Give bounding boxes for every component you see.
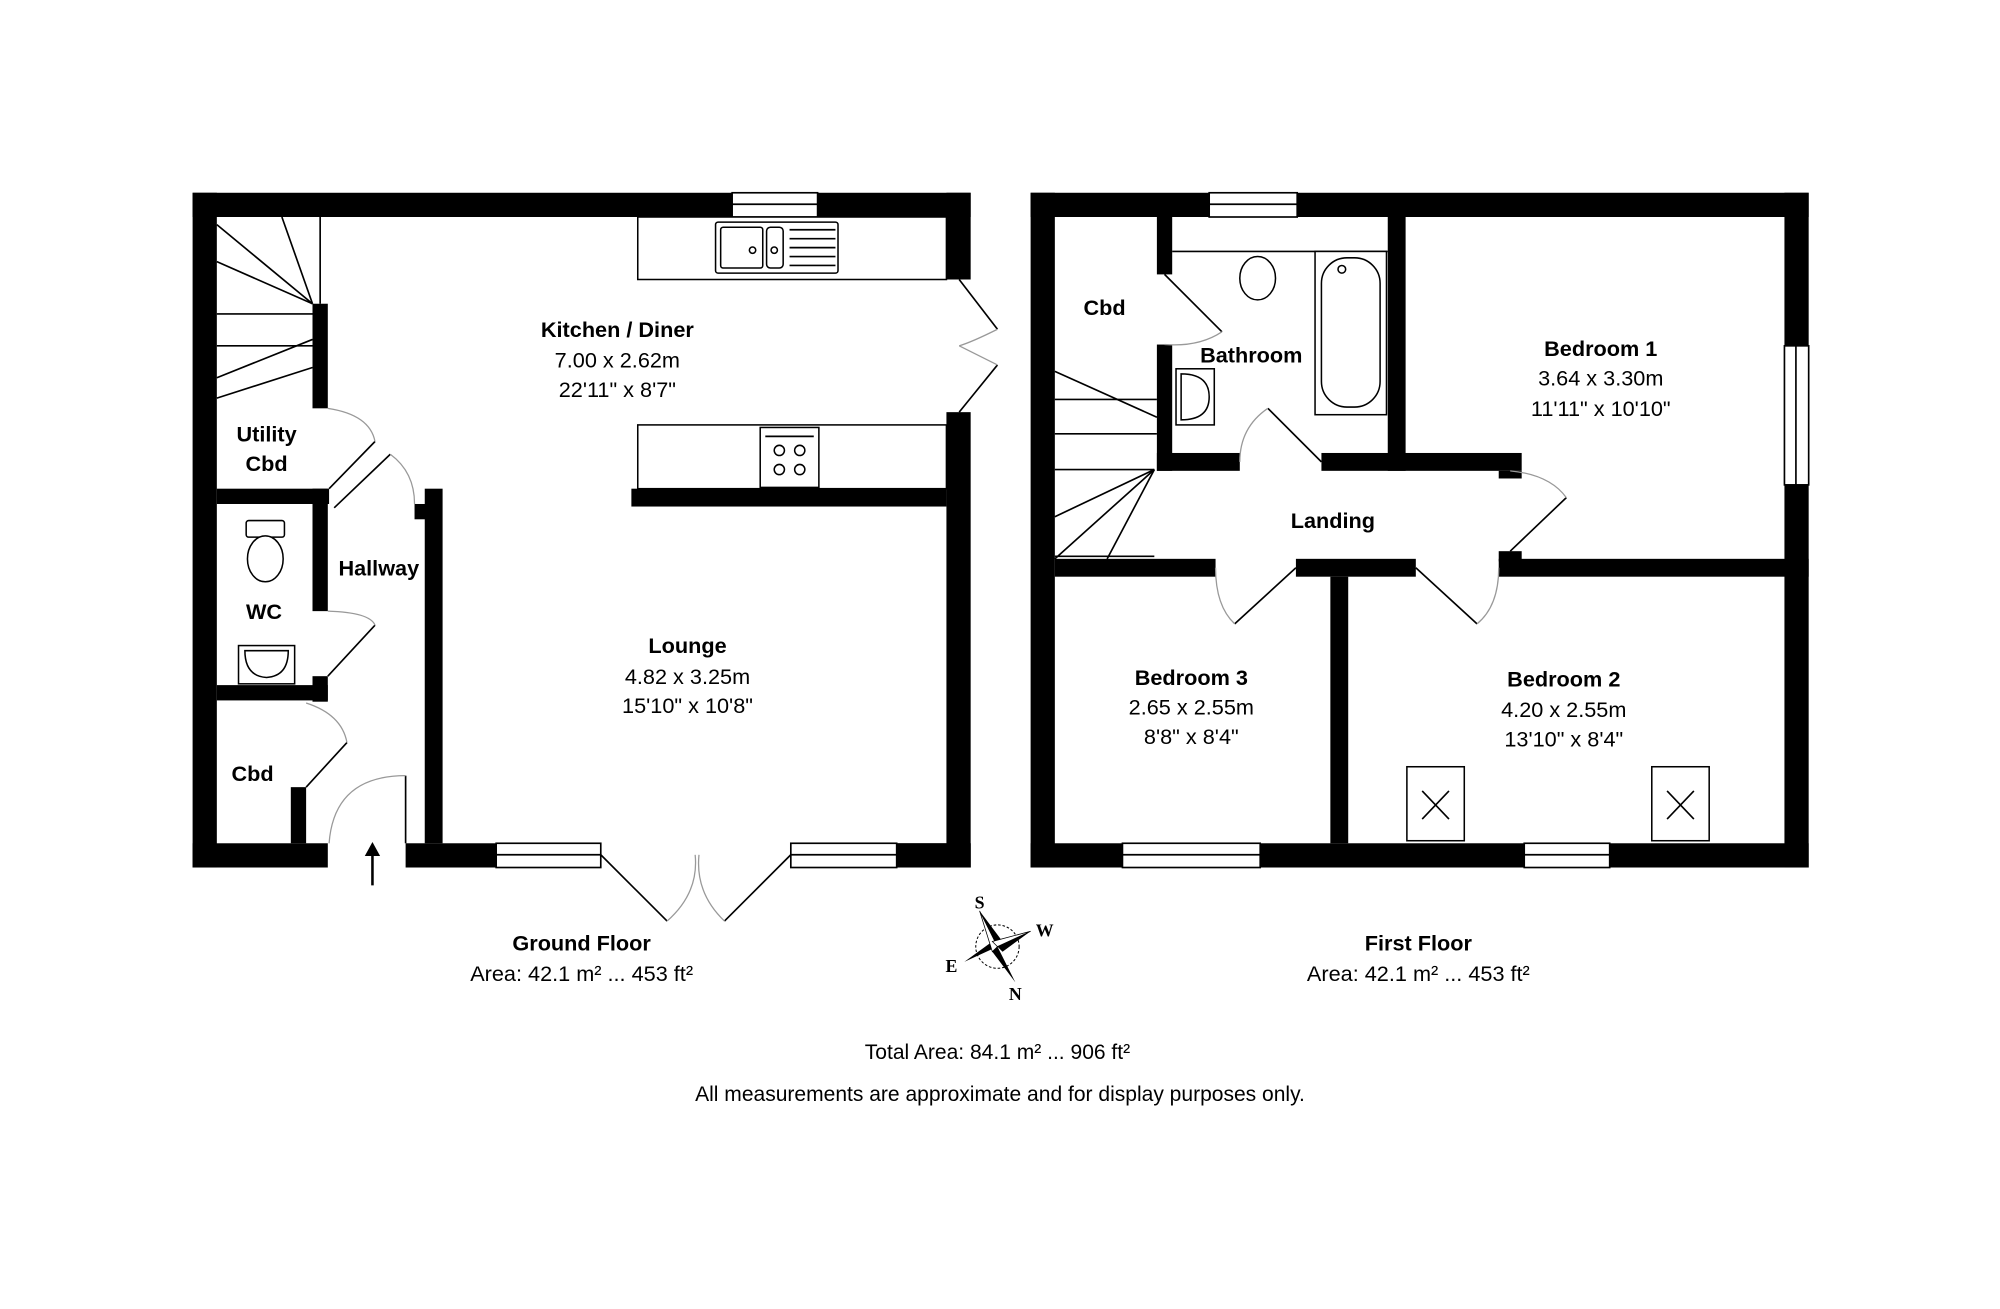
total-area: Total Area: 84.1 m² ... 906 ft² bbox=[865, 1041, 1130, 1064]
room-name-bedroom1: Bedroom 1 bbox=[1544, 336, 1657, 361]
room-imperial-bedroom1: 11'11" x 10'10" bbox=[1531, 396, 1671, 421]
first-floor-area: Area: 42.1 m² ... 453 ft² bbox=[1307, 961, 1530, 986]
room-name-hallway: Hallway bbox=[338, 555, 419, 580]
room-imperial-lounge: 15'10" x 10'8" bbox=[622, 693, 753, 718]
compass-e: E bbox=[946, 956, 958, 976]
kitchen-fixtures bbox=[636, 216, 948, 490]
room-name-bedroom3: Bedroom 3 bbox=[1135, 665, 1248, 690]
toilet-icon bbox=[245, 519, 286, 538]
room-name-ground-cbd: Cbd bbox=[231, 761, 273, 786]
first-floor-stairs bbox=[1054, 370, 1158, 560]
bathroom-fixtures bbox=[1175, 250, 1388, 426]
compass-n: N bbox=[1009, 984, 1022, 1004]
room-name-bedroom2: Bedroom 2 bbox=[1507, 666, 1620, 691]
first-floor-windows bbox=[1121, 191, 1810, 869]
skylight-icons bbox=[1406, 765, 1710, 842]
room-name-landing: Landing bbox=[1291, 508, 1375, 533]
room-name-wc: WC bbox=[246, 599, 282, 624]
first-floor-walls bbox=[1030, 192, 1809, 868]
room-name-first-cbd: Cbd bbox=[1084, 295, 1126, 320]
first-floor-title: First Floor bbox=[1365, 930, 1473, 955]
room-metric-kitchen: 7.00 x 2.62m bbox=[555, 348, 680, 373]
wc-fixtures bbox=[237, 519, 296, 685]
room-name-bathroom: Bathroom bbox=[1200, 342, 1302, 367]
ground-floor-stairs bbox=[216, 216, 321, 399]
room-metric-bedroom1: 3.64 x 3.30m bbox=[1538, 365, 1663, 390]
room-metric-lounge: 4.82 x 3.25m bbox=[625, 664, 750, 689]
room-name-lounge: Lounge bbox=[648, 633, 726, 658]
compass-w: W bbox=[1036, 920, 1054, 940]
ground-floor-windows bbox=[495, 191, 971, 869]
ground-floor-plan: Kitchen / Diner 7.00 x 2.62m 22'11" x 8'… bbox=[192, 191, 999, 986]
compass-icon: S W E N bbox=[946, 892, 1054, 1004]
room-imperial-kitchen: 22'11" x 8'7" bbox=[559, 377, 676, 402]
room-imperial-bedroom3: 8'8" x 8'4" bbox=[1144, 724, 1239, 749]
toilet-icon bbox=[1239, 255, 1277, 301]
ground-floor-doors bbox=[305, 278, 999, 922]
compass-s: S bbox=[975, 892, 985, 912]
hob-icon bbox=[759, 426, 820, 489]
ground-floor-title: Ground Floor bbox=[512, 930, 651, 955]
ground-floor-area: Area: 42.1 m² ... 453 ft² bbox=[470, 961, 693, 986]
room-metric-bedroom2: 4.20 x 2.55m bbox=[1501, 697, 1626, 722]
room-name-utility: Utility bbox=[236, 421, 296, 446]
disclaimer: All measurements are approximate and for… bbox=[695, 1083, 1305, 1106]
first-floor-doors bbox=[1163, 273, 1567, 625]
room-name-kitchen: Kitchen / Diner bbox=[541, 317, 694, 342]
room-metric-bedroom3: 2.65 x 2.55m bbox=[1129, 694, 1254, 719]
room-imperial-bedroom2: 13'10" x 8'4" bbox=[1504, 726, 1623, 751]
room-name-utility-cbd: Cbd bbox=[246, 451, 288, 476]
entrance-arrow-icon bbox=[364, 842, 381, 886]
first-floor-plan: Bedroom 1 3.64 x 3.30m 11'11" x 10'10" B… bbox=[1030, 191, 1810, 986]
